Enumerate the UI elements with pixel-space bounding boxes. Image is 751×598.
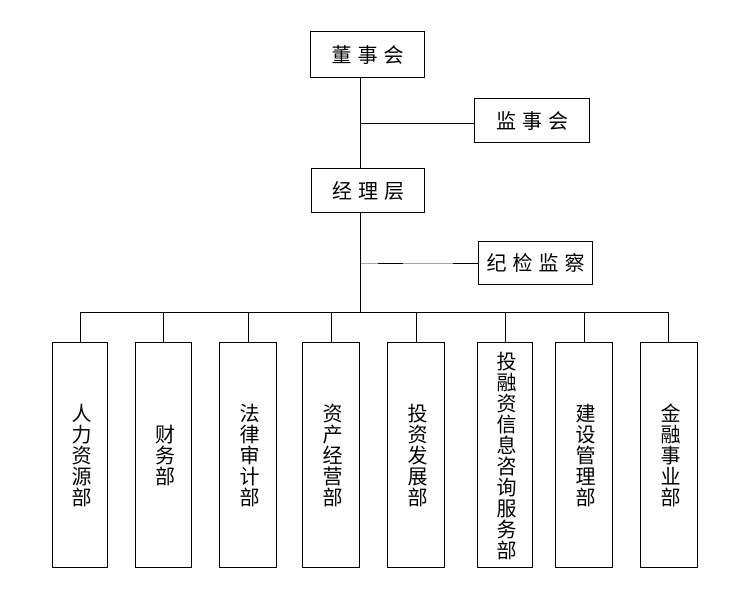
stub-line-dept-3 — [248, 312, 249, 343]
stub-line-dept-4 — [331, 312, 332, 343]
connector-line-discipline-faded-segment — [361, 263, 378, 264]
connector-line-discipline-faded-segment — [403, 263, 453, 264]
dept-box-legal-audit: 法律审计部 — [219, 342, 277, 568]
dept-label: 投融资信息咨询服务部 — [493, 350, 517, 561]
dept-box-investment-development: 投资发展部 — [387, 342, 445, 568]
node-board-of-directors: 董事会 — [310, 31, 425, 78]
dept-box-asset-operations: 资产经营部 — [302, 342, 360, 568]
dept-label: 投资发展部 — [404, 403, 428, 508]
dept-label: 财务部 — [151, 424, 176, 487]
dept-label: 资产经营部 — [319, 403, 343, 508]
node-label: 经理层 — [332, 178, 410, 203]
node-discipline-inspection: 纪检监察 — [478, 241, 593, 285]
dept-box-financial-business: 金融事业部 — [640, 342, 698, 568]
branch-line-departments — [80, 312, 669, 313]
dept-label: 人力资源部 — [68, 403, 92, 508]
stub-line-dept-6 — [505, 312, 506, 343]
dept-label: 金融事业部 — [657, 403, 681, 508]
node-label: 监事会 — [496, 108, 574, 133]
node-supervisory-board: 监事会 — [474, 98, 590, 143]
dept-box-finance: 财务部 — [135, 342, 192, 568]
node-label: 董事会 — [331, 42, 410, 67]
node-management-layer: 经理层 — [311, 168, 425, 213]
dept-label: 建设管理部 — [572, 403, 596, 508]
stub-line-dept-2 — [163, 312, 164, 343]
dept-label: 法律审计部 — [236, 403, 260, 508]
node-label: 纪检监察 — [486, 251, 591, 275]
dept-box-construction-management: 建设管理部 — [555, 342, 613, 568]
stub-line-dept-5 — [416, 312, 417, 343]
connector-line-supervisory — [360, 123, 474, 124]
dept-box-financing-info-consulting-service: 投融资信息咨询服务部 — [477, 342, 533, 568]
dept-box-human-resources: 人力资源部 — [52, 342, 108, 568]
stub-line-dept-7 — [584, 312, 585, 343]
stub-line-dept-1 — [80, 312, 81, 343]
stub-line-dept-8 — [668, 312, 669, 343]
